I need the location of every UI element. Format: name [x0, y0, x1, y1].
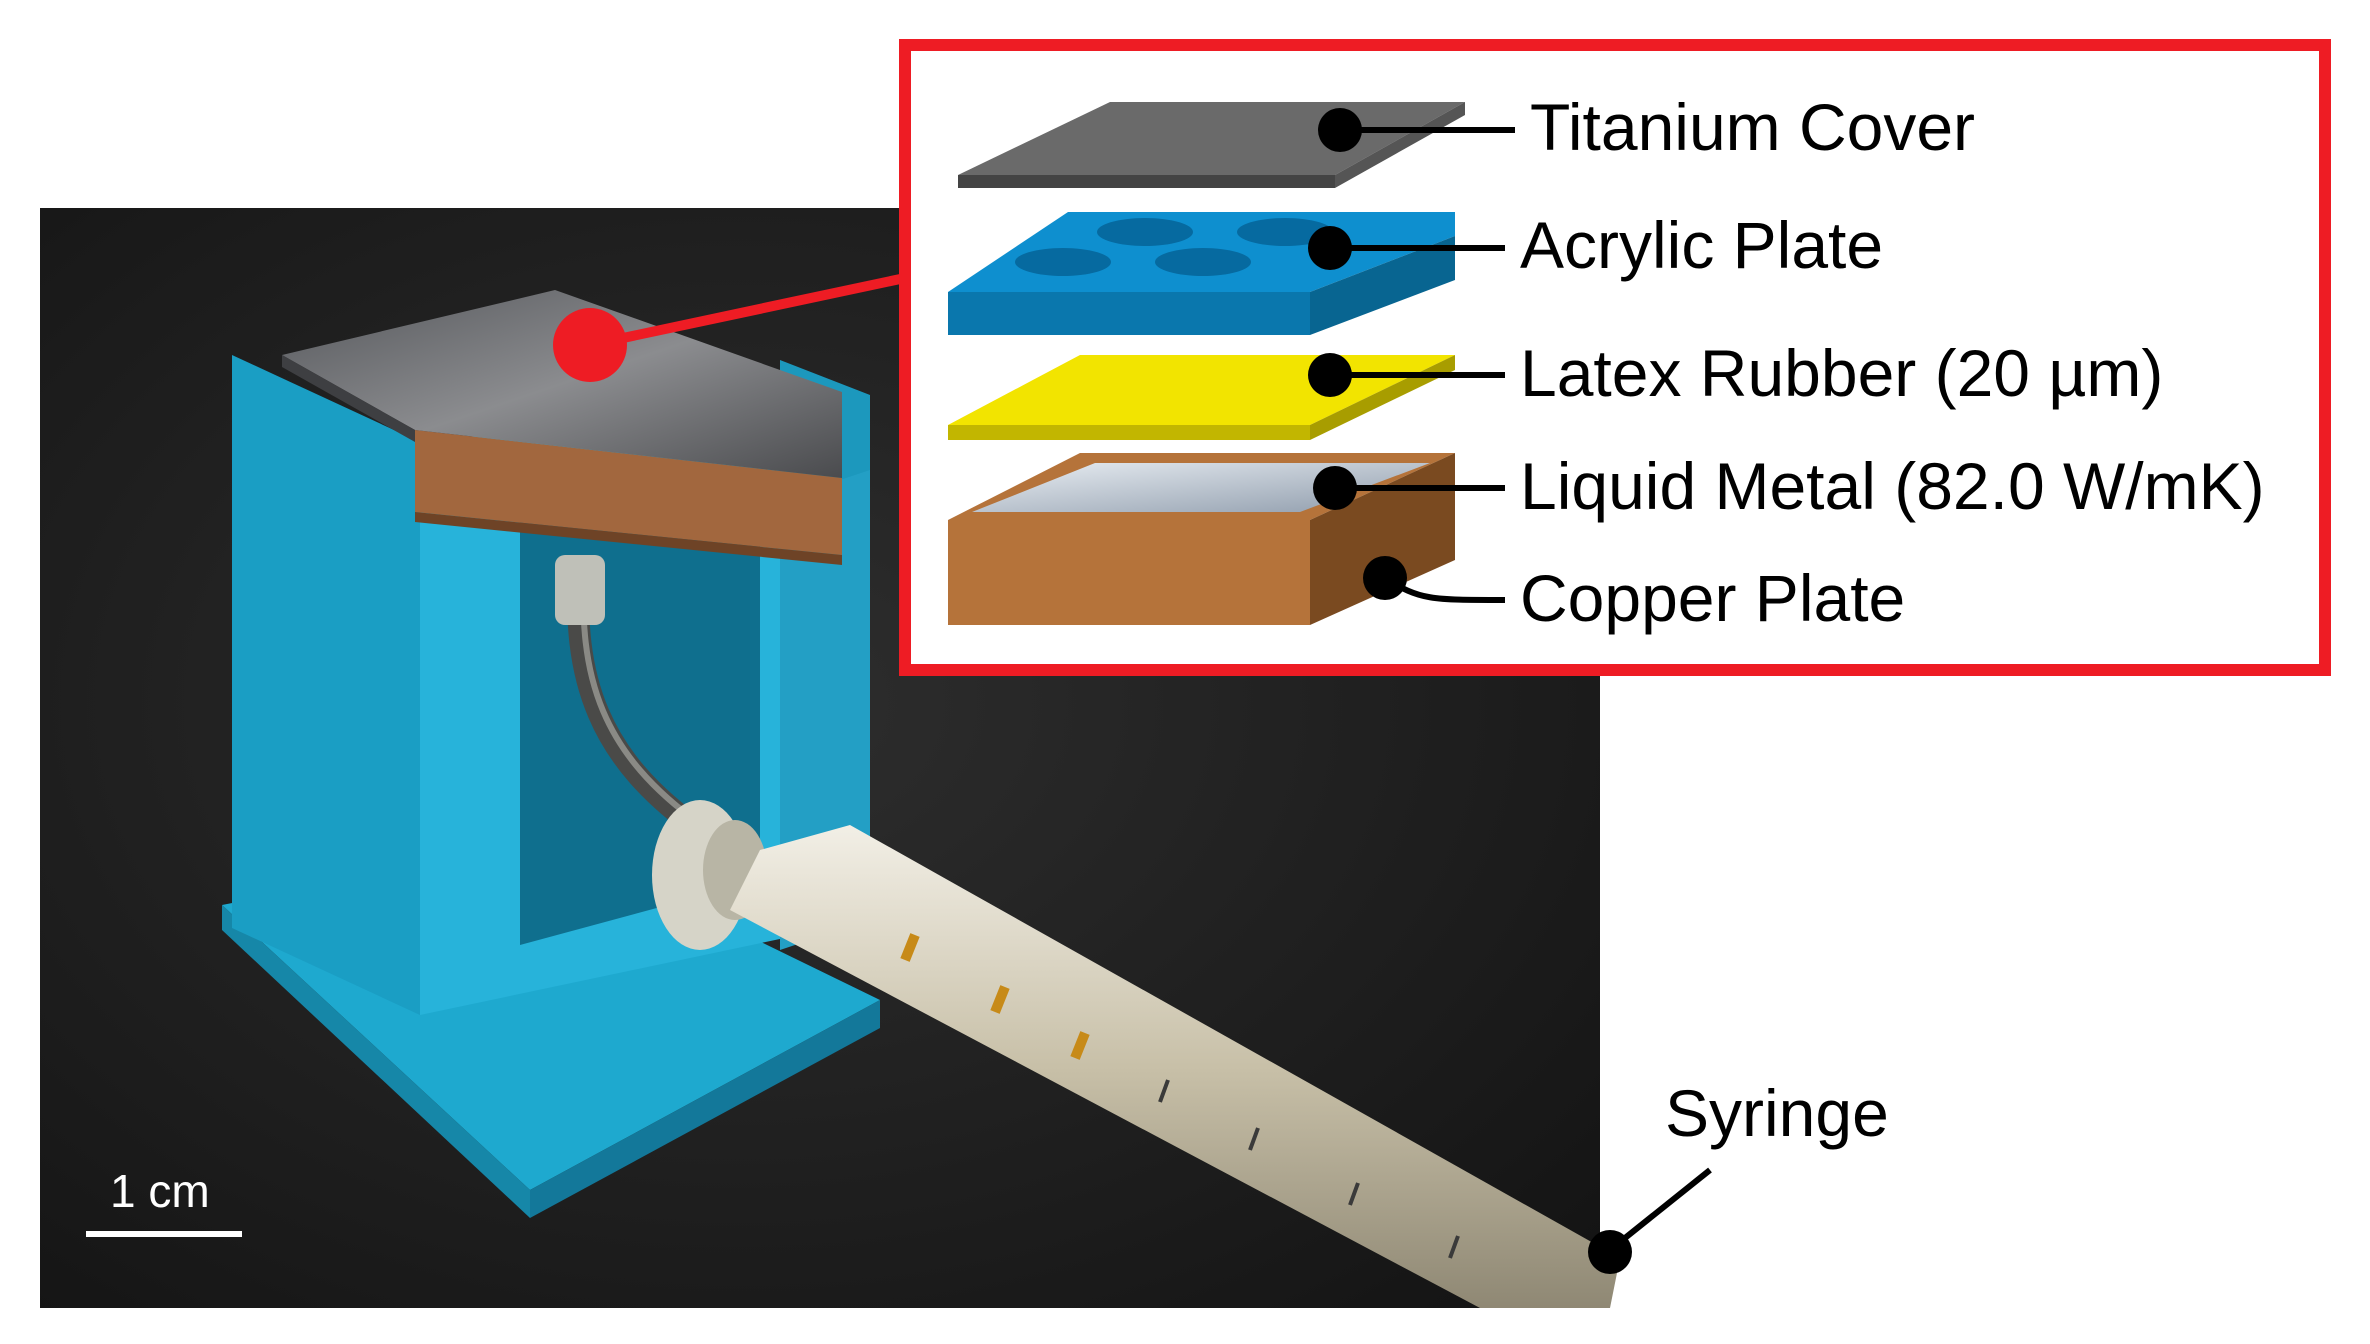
label-acrylic-plate: Acrylic Plate — [1520, 208, 1884, 282]
liquid-metal-layer — [972, 463, 1430, 512]
label-titanium-cover: Titanium Cover — [1530, 90, 1976, 164]
layer-inset — [899, 39, 2331, 676]
syringe-gradations — [900, 933, 1090, 1060]
label-copper-plate: Copper Plate — [1520, 561, 1906, 635]
label-syringe: Syringe — [1665, 1076, 1889, 1150]
copper-block — [415, 430, 842, 555]
tube-fitting — [555, 555, 605, 625]
syringe-leader-line — [1608, 1167, 1712, 1253]
inset-pointer-line — [588, 273, 907, 350]
label-latex-rubber: Latex Rubber (20 µm) — [1520, 336, 2164, 410]
holder-left-wall — [232, 355, 420, 1015]
inset-leaders — [1308, 108, 1515, 603]
syringe-leader-dot — [1588, 1230, 1632, 1274]
syringe-barrel — [730, 825, 1620, 1308]
scale-bar-label: 1 cm — [110, 1165, 210, 1217]
label-liquid-metal: Liquid Metal (82.0 W/mK) — [1520, 449, 2265, 523]
inset-pointer-dot — [553, 308, 627, 382]
titanium-top — [282, 290, 842, 478]
